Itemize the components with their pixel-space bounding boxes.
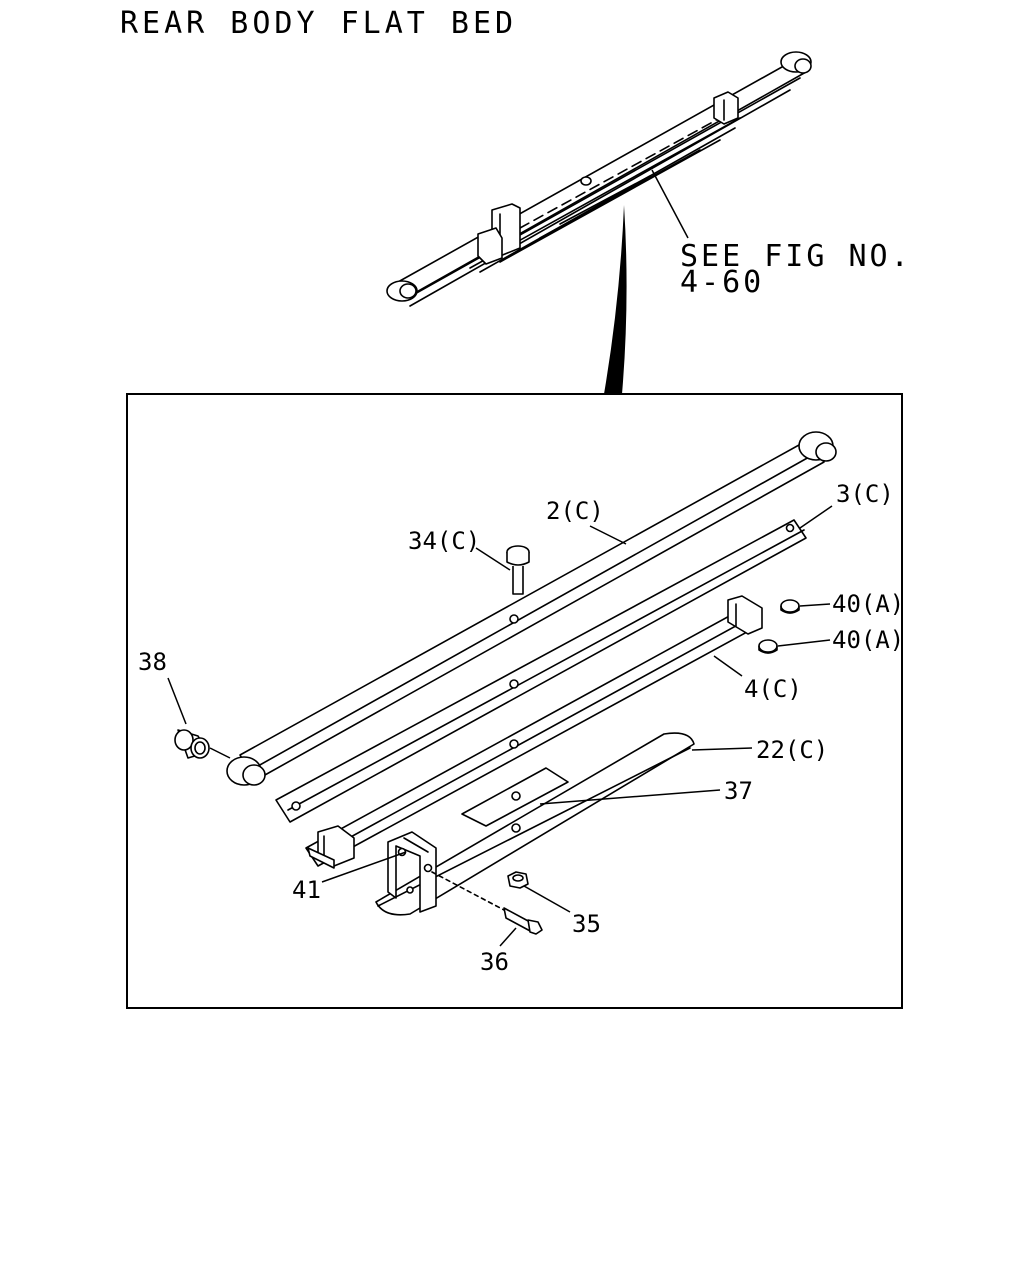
label-part-38: 38 — [138, 648, 167, 676]
label-part-40-upper: 40(A) — [832, 590, 904, 618]
label-part-40-lower: 40(A) — [832, 626, 904, 654]
label-part-4: 4(C) — [744, 675, 802, 703]
center-bolt-34 — [506, 545, 530, 595]
leaf-3 — [275, 519, 807, 823]
label-part-35: 35 — [572, 910, 601, 938]
assembled-leaf-spring — [386, 51, 812, 307]
label-part-22: 22(C) — [756, 736, 828, 764]
label-part-41: 41 — [292, 876, 321, 904]
label-part-36: 36 — [480, 948, 509, 976]
bushing-38 — [174, 729, 210, 759]
see-fig-text: SEE FIG NO. — [680, 239, 912, 274]
label-part-3: 3(C) — [836, 480, 894, 508]
bolt-36 — [431, 871, 543, 935]
reference-leader — [651, 169, 689, 239]
nut-35 — [507, 871, 529, 889]
label-part-37: 37 — [724, 777, 753, 805]
leaf-4 — [305, 595, 763, 869]
diagram-title: REAR BODY FLAT BED — [120, 6, 517, 41]
bracket-41 — [387, 831, 437, 913]
label-part-34: 34(C) — [408, 527, 480, 555]
main-leaf-2 — [226, 431, 837, 786]
label-part-2: 2(C) — [546, 497, 604, 525]
caps-40 — [758, 599, 800, 654]
detail-frame — [126, 393, 903, 1009]
see-fig-number: 4-60 — [680, 265, 764, 300]
callout-wedge — [604, 205, 627, 394]
